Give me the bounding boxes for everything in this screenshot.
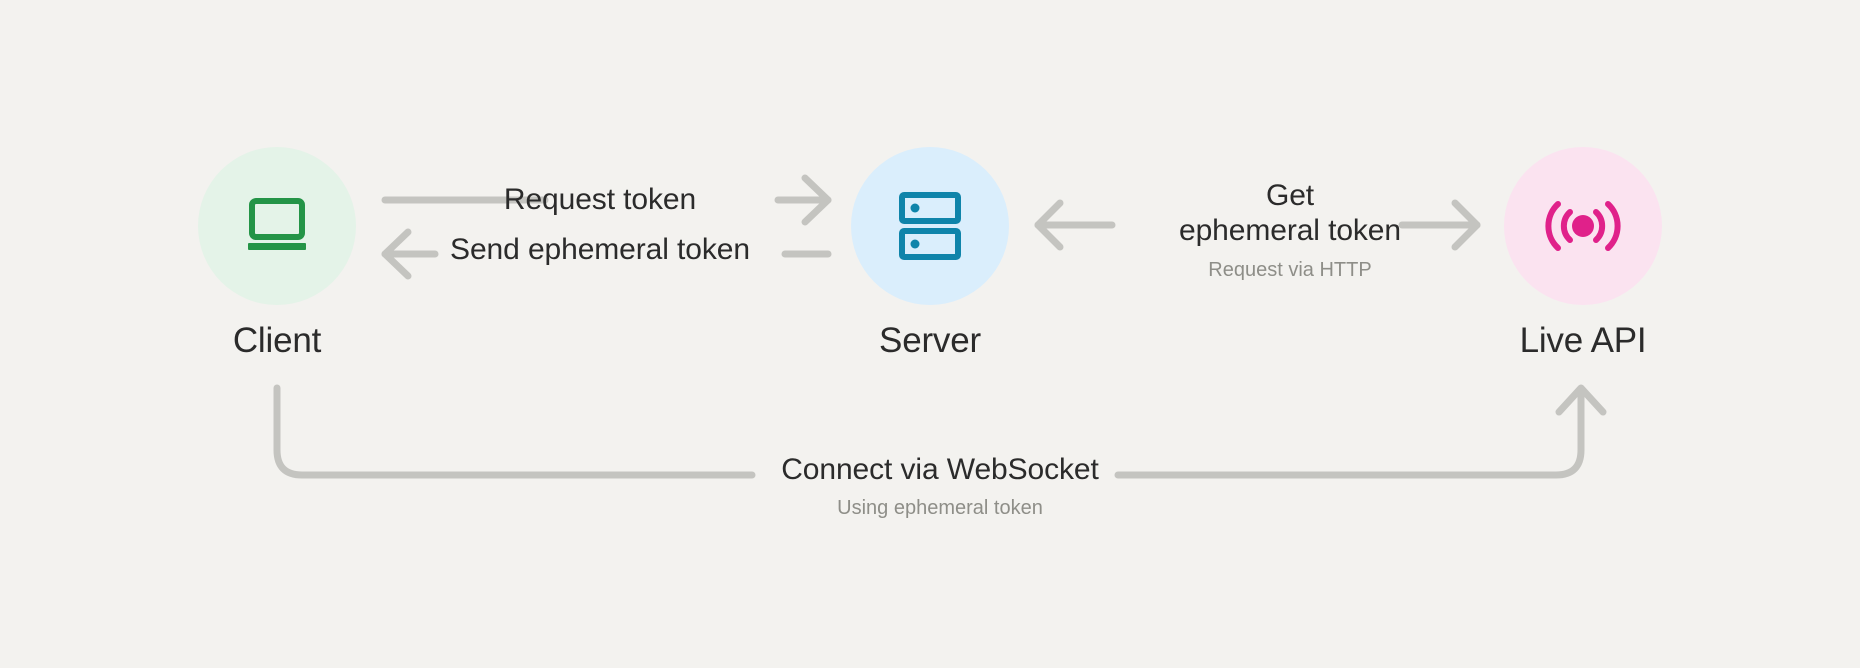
arrowhead-websocket-up (1555, 384, 1607, 416)
connection-label-connect-websocket-text: Connect via WebSocket (781, 453, 1099, 486)
node-server[interactable]: Server (825, 147, 1035, 358)
connection-sublabel-using-ephemeral-token: Using ephemeral token (837, 497, 1043, 520)
node-live-api[interactable]: Live API (1478, 147, 1688, 358)
server-rack-icon (899, 192, 961, 260)
connection-label-send-ephemeral-token: Send ephemeral token (420, 232, 780, 267)
node-client-circle (198, 147, 356, 305)
connection-label-request-token: Request token (470, 182, 730, 217)
node-client[interactable]: Client (172, 147, 382, 358)
node-live-api-label: Live API (1519, 321, 1647, 360)
node-client-label: Client (232, 321, 322, 360)
connection-label-send-ephemeral-token-text: Send ephemeral token (450, 233, 750, 266)
connection-label-request-token-text: Request token (503, 183, 697, 216)
laptop-icon (248, 198, 306, 250)
arrow-request-token-right (774, 174, 832, 226)
path-websocket-left (273, 384, 756, 479)
connection-label-get-ephemeral-token-line1: Get (1265, 179, 1315, 212)
path-websocket-right (1114, 386, 1585, 479)
connection-label-connect-websocket: Connect via WebSocket Using ephemeral to… (710, 452, 1170, 521)
node-live-api-circle (1504, 147, 1662, 305)
connection-label-get-ephemeral-token: Get ephemeral token Request via HTTP (1140, 178, 1440, 282)
connection-label-get-ephemeral-token-line2: ephemeral token (1179, 214, 1401, 248)
node-server-circle (851, 147, 1009, 305)
arrow-get-token-left (1034, 199, 1116, 251)
connection-sublabel-request-via-http: Request via HTTP (1208, 258, 1372, 281)
node-server-label: Server (879, 321, 981, 360)
broadcast-signal-icon (1545, 201, 1621, 251)
